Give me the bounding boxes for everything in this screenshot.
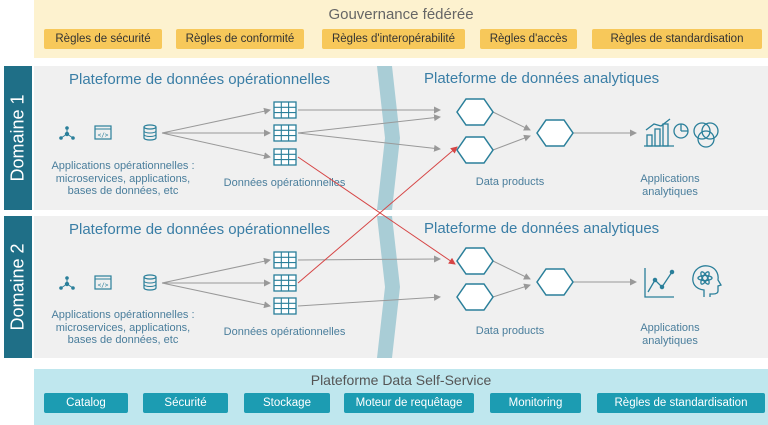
data-product-hexagon (456, 283, 494, 311)
data-table-icon (273, 148, 297, 166)
domain-1-operational-title: Plateforme de données opérationnelles (69, 71, 331, 88)
cross-domain-links (297, 146, 458, 284)
ss-query-engine[interactable]: Moteur de requêtage (344, 393, 474, 413)
data-product-hexagon (536, 268, 574, 296)
bar-chart-icon (644, 118, 674, 147)
data-product-hexagon (456, 247, 494, 275)
ss-catalog[interactable]: Catalog (44, 393, 128, 413)
self-service-title: Plateforme Data Self-Service (310, 372, 492, 388)
code-window-icon: </> (94, 275, 112, 290)
domain-2-products-label: Data products (475, 325, 545, 337)
platform-separator-2 (377, 216, 400, 358)
database-icon (143, 274, 157, 291)
data-table-icon (273, 101, 297, 119)
ss-security[interactable]: Sécurité (143, 393, 228, 413)
rule-interoperability[interactable]: Règles d'interopérabilité (322, 29, 465, 49)
data-product-hexagon (456, 136, 494, 164)
data-product-hexagon (536, 119, 574, 147)
domain-1-tab: Domaine 1 (4, 66, 32, 210)
code-window-icon: </> (94, 125, 112, 140)
rule-security[interactable]: Règles de sécurité (44, 29, 162, 49)
data-table-icon (273, 124, 297, 142)
domain-1-apps-label: Applications opérationnelles :microservi… (51, 160, 195, 197)
ai-head-icon (692, 265, 722, 297)
domain-1-products-label: Data products (475, 176, 545, 188)
rule-compliance[interactable]: Règles de conformité (176, 29, 304, 49)
governance-title: Gouvernance fédérée (328, 6, 474, 23)
domain-2-analytical-title: Plateforme de données analytiques (424, 220, 660, 237)
platform-separator-1 (377, 66, 400, 210)
line-chart-icon (644, 268, 675, 298)
ss-storage[interactable]: Stockage (244, 393, 330, 413)
domain-2-tab: Domaine 2 (4, 216, 32, 358)
domain-2-data-label: Données opérationnelles (223, 326, 346, 338)
ss-monitoring[interactable]: Monitoring (490, 393, 581, 413)
data-table-icon (273, 251, 297, 269)
domain-1-data-label: Données opérationnelles (223, 177, 346, 189)
rule-standardisation[interactable]: Règles de standardisation (592, 29, 762, 49)
domain-1-analytical-title: Plateforme de données analytiques (424, 70, 660, 87)
database-icon (143, 124, 157, 141)
network-icon (59, 276, 75, 290)
rule-access[interactable]: Règles d'accès (480, 29, 577, 49)
venn-diagram-icon (693, 122, 719, 148)
pie-chart-icon (673, 123, 689, 139)
data-product-hexagon (456, 98, 494, 126)
domain-2-operational-title: Plateforme de données opérationnelles (69, 221, 331, 238)
domain-2-apps-label: Applications opérationnelles :microservi… (51, 309, 195, 346)
svg-text:</>: </> (98, 132, 109, 139)
data-table-icon (273, 297, 297, 315)
svg-text:</>: </> (98, 282, 109, 289)
network-icon (59, 126, 75, 140)
data-table-icon (273, 274, 297, 292)
ss-standardisation[interactable]: Règles de standardisation (597, 393, 765, 413)
